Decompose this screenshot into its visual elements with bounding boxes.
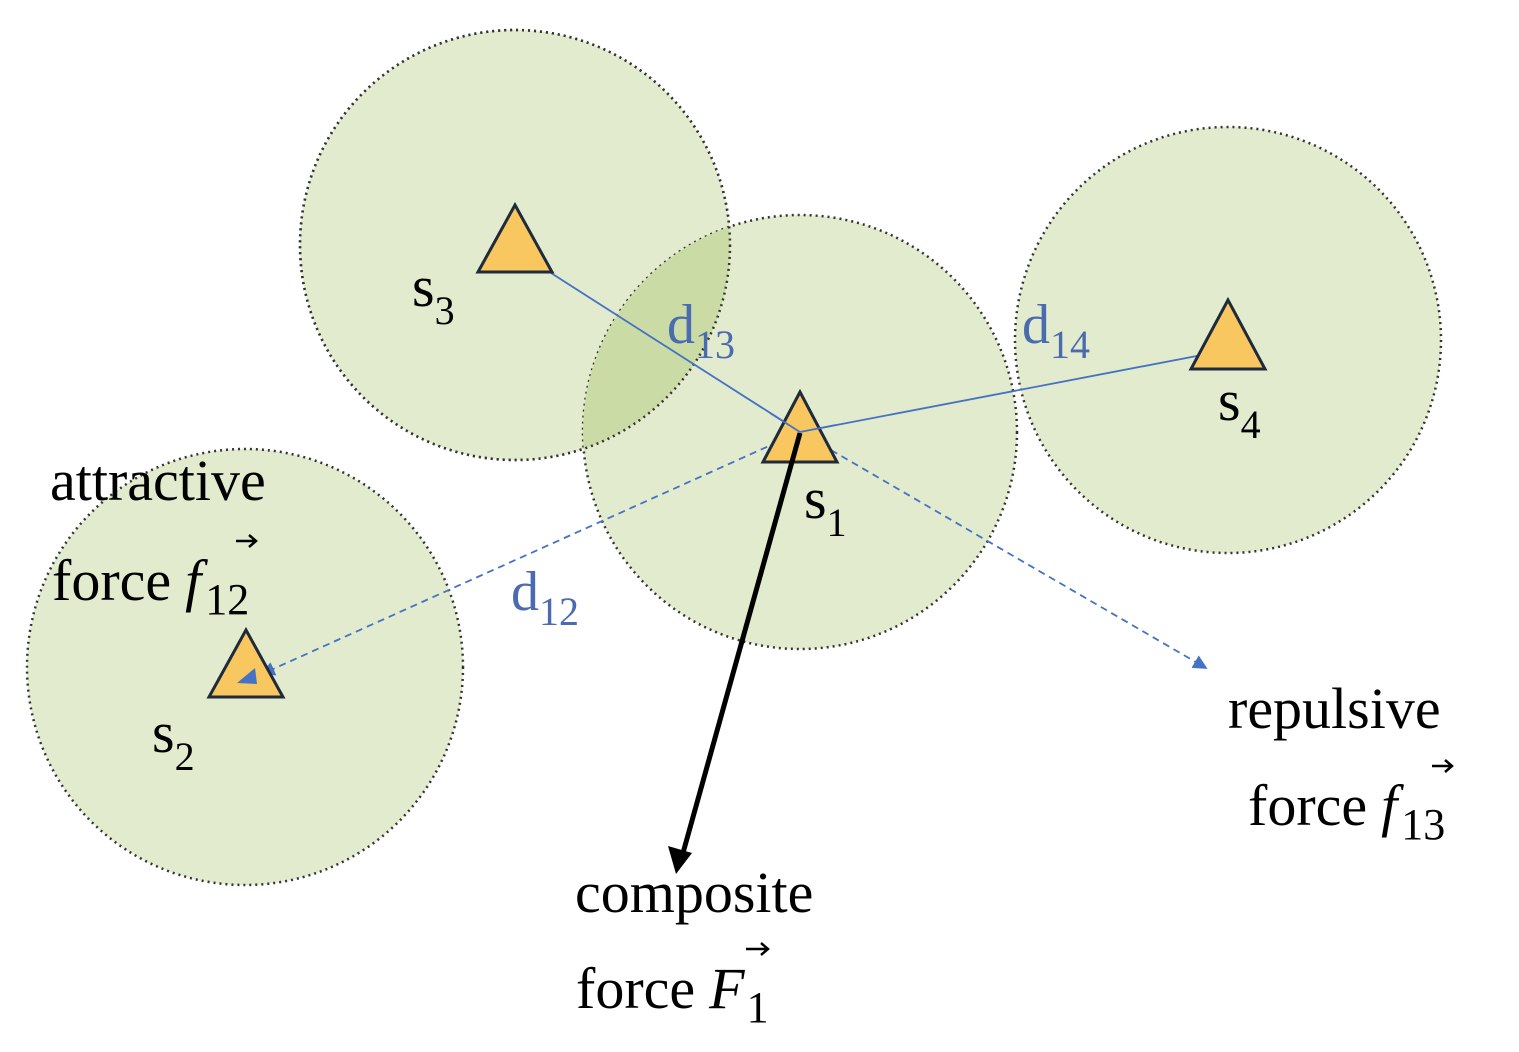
distance-line-d14 xyxy=(799,349,1229,433)
force-word: force xyxy=(52,548,171,613)
force-symbol: F xyxy=(708,956,745,1021)
distance-letter: d xyxy=(667,294,695,356)
force-index: 1 xyxy=(747,983,769,1032)
attractive-force-arrowhead-icon xyxy=(237,668,257,684)
vector-arrow-icon xyxy=(746,942,770,956)
sensor-index: 1 xyxy=(827,500,847,545)
attractive-force-word: attractive xyxy=(50,448,266,513)
sensor-letter: s xyxy=(412,254,435,319)
sensor-label-s2: s2 xyxy=(152,700,195,779)
sensor-label-s1: s1 xyxy=(804,466,847,545)
distance-line-d13-over xyxy=(769,412,801,433)
sensor-index: 2 xyxy=(175,734,195,779)
distance-label-d12: d12 xyxy=(511,561,579,634)
force-word: force xyxy=(1248,773,1367,838)
distance-letter: d xyxy=(1022,294,1050,356)
composite-force-arrowhead-icon xyxy=(668,846,692,874)
vector-arrow-icon xyxy=(236,534,258,548)
distance-line-d12 xyxy=(260,431,801,676)
sensor-s4-triangle-icon xyxy=(1188,296,1268,371)
sensor-index: 3 xyxy=(435,288,455,333)
sensor-letter: s xyxy=(152,700,175,765)
composite-force-word: composite xyxy=(575,860,813,925)
distance-label-d14: d14 xyxy=(1022,294,1090,367)
distance-line-d13 xyxy=(514,249,801,433)
repulsive-force-arrow xyxy=(799,431,1208,669)
sensing-range-overlap xyxy=(583,215,730,460)
sensing-range-s3-outline xyxy=(298,28,732,462)
force-index: 12 xyxy=(205,575,249,624)
distance-index: 13 xyxy=(695,322,735,367)
distance-index: 12 xyxy=(539,589,579,634)
distance-label-d13: d13 xyxy=(667,294,735,367)
sensor-letter: s xyxy=(804,466,827,531)
composite-force-arrow xyxy=(680,432,803,854)
sensor-s2-triangle-icon xyxy=(206,626,286,699)
sensor-s1-triangle-icon xyxy=(760,388,840,464)
sensor-label-s3: s3 xyxy=(412,254,455,333)
sensor-index: 4 xyxy=(1241,402,1261,447)
force-index: 13 xyxy=(1401,800,1445,849)
repulsive-force-word: repulsive xyxy=(1228,676,1441,741)
sensor-label-s4: s4 xyxy=(1218,368,1261,447)
sensor-letter: s xyxy=(1218,368,1241,433)
distance-index: 14 xyxy=(1050,322,1090,367)
distance-letter: d xyxy=(511,561,539,623)
force-word: force xyxy=(576,956,695,1021)
distance-line-d14-over xyxy=(799,424,837,433)
vector-arrow-icon xyxy=(1432,759,1454,773)
sensor-s3-triangle-icon xyxy=(475,201,555,274)
